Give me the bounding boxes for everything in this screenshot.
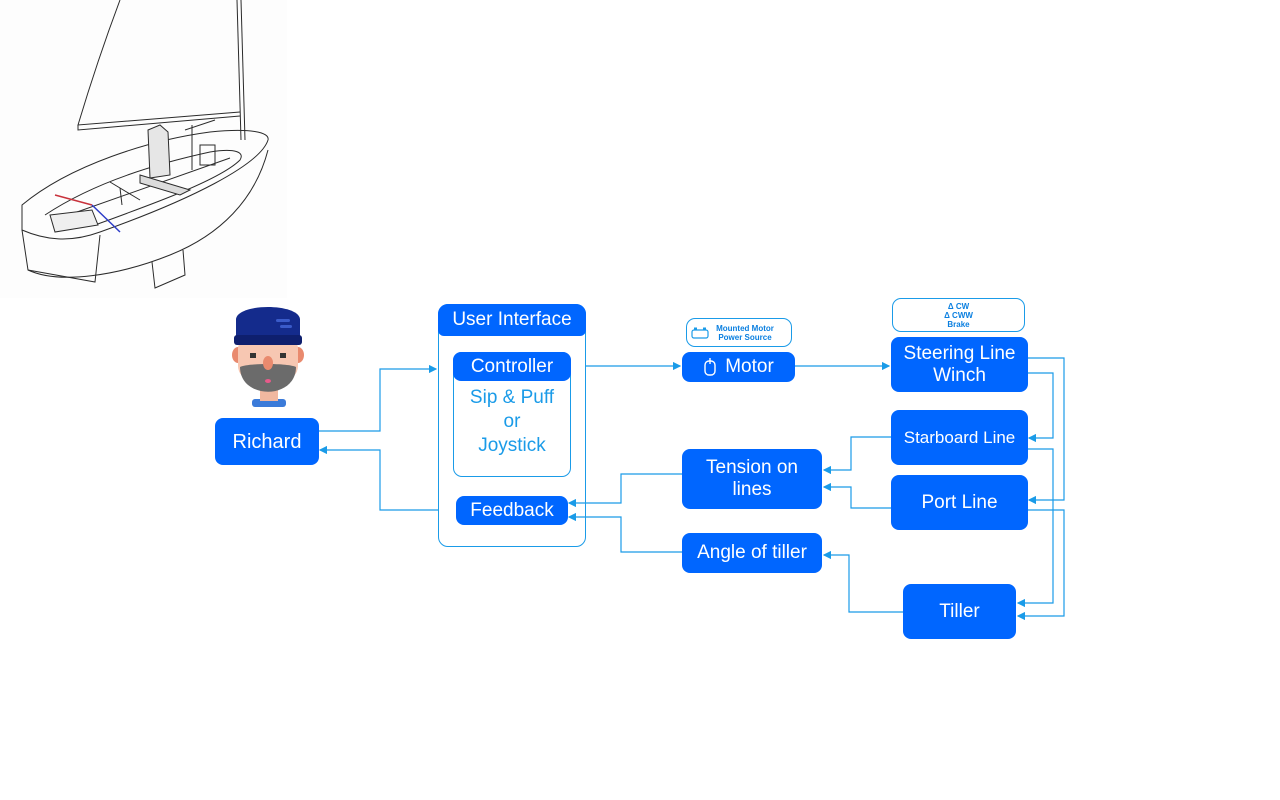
tension-on-lines-node: Tension on lines xyxy=(682,449,822,509)
motor-label: Motor xyxy=(725,356,774,377)
tiller-label: Tiller xyxy=(939,600,980,622)
motor-node: Motor xyxy=(682,352,795,382)
tension-label-line-2: lines xyxy=(732,479,772,500)
motor-note-line-2: Power Source xyxy=(718,332,772,342)
connector-port-to-tension xyxy=(822,482,891,509)
connector-port-to-tiller xyxy=(1016,509,1065,621)
starboard-line-label: Starboard Line xyxy=(903,427,1016,447)
starboard-line-node: Starboard Line xyxy=(891,410,1028,465)
controller-option-joystick: Joystick xyxy=(478,435,546,456)
connector-starboard-to-tiller xyxy=(1016,448,1054,608)
winch-note-cww: Δ CWW xyxy=(944,310,973,320)
tiller-node: Tiller xyxy=(903,584,1016,639)
feedback-node: Feedback xyxy=(456,496,568,525)
winch-note-cw: Δ CW xyxy=(947,301,970,311)
winch-direction-note: Δ CW Δ CWW Brake xyxy=(892,298,1025,332)
tension-label-line-1: Tension on xyxy=(706,457,798,478)
controller-options: Sip & Puff or Joystick xyxy=(453,386,571,458)
sailboat-sketch xyxy=(0,0,287,298)
richard-node: Richard xyxy=(215,418,319,465)
winch-note-brake: Brake xyxy=(947,319,970,329)
winch-label-line-2: Winch xyxy=(933,364,986,386)
connector-ui-to-richard xyxy=(318,445,438,511)
motor-note-line-1: Mounted Motor xyxy=(716,323,774,333)
winch-label-line-1: Steering Line xyxy=(903,342,1016,364)
bearded-man-avatar xyxy=(232,307,304,407)
connector-winch-to-starboard xyxy=(1027,372,1054,443)
connector-winch-to-port xyxy=(1027,357,1065,505)
connector-angle-to-feedback xyxy=(567,512,682,553)
connector-starboard-to-tension xyxy=(822,436,891,475)
battery-icon xyxy=(691,327,709,339)
steering-line-winch-node: Steering Line Winch xyxy=(891,337,1028,392)
controller-label: Controller xyxy=(470,355,554,377)
port-line-label: Port Line xyxy=(921,491,998,513)
user-interface-header: User Interface xyxy=(438,304,586,336)
controller-option-or: or xyxy=(503,411,521,432)
angle-of-tiller-node: Angle of tiller xyxy=(682,533,822,573)
motor-icon xyxy=(704,358,716,376)
connector-richard-to-ui xyxy=(318,364,438,432)
controller-node: Controller xyxy=(453,352,571,381)
connector-tension-to-feedback xyxy=(567,473,682,508)
feedback-label: Feedback xyxy=(470,499,554,521)
port-line-node: Port Line xyxy=(891,475,1028,530)
user-interface-label: User Interface xyxy=(452,309,572,330)
richard-label: Richard xyxy=(232,430,302,453)
angle-of-tiller-label: Angle of tiller xyxy=(697,542,807,563)
controller-option-sip-puff: Sip & Puff xyxy=(469,387,555,408)
motor-power-note: Mounted Motor Power Source xyxy=(686,318,792,347)
connector-tiller-to-angle xyxy=(822,550,904,613)
